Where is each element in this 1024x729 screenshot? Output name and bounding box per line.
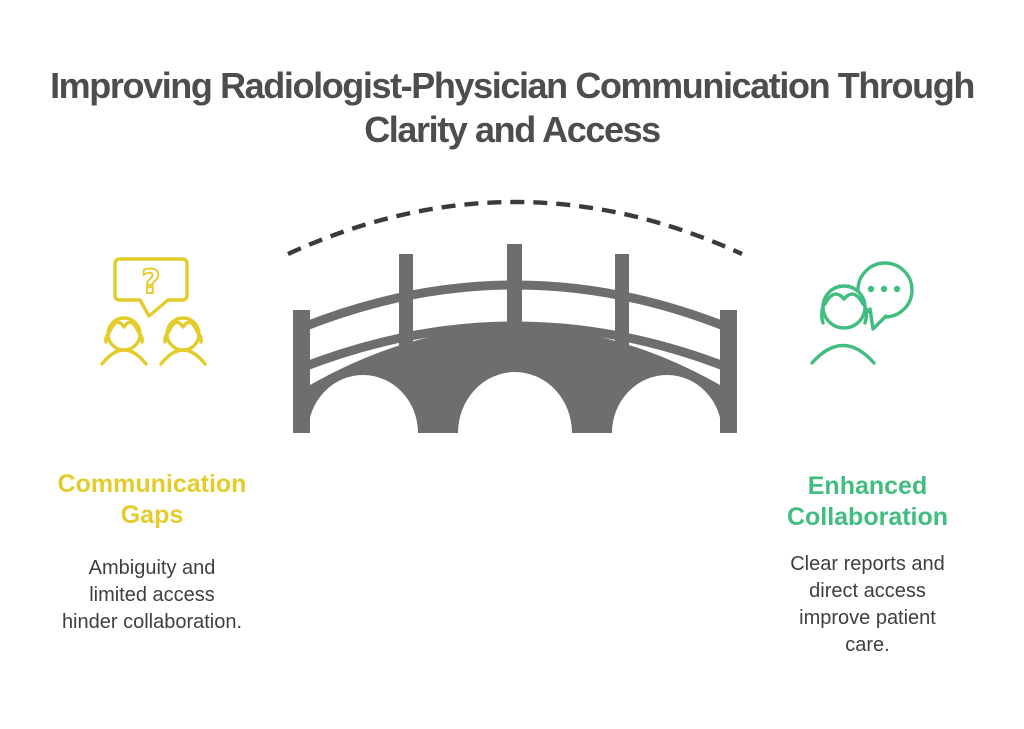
person-head — [821, 284, 867, 330]
two-people-question-bubble-icon: ? — [100, 257, 207, 366]
enhanced-collaboration-panel: Enhanced Collaboration Clear reports and… — [760, 250, 975, 659]
chat-dot-3 — [893, 285, 901, 293]
dashed-arc-path — [287, 199, 743, 257]
bridge-icon — [287, 199, 743, 433]
bridge-graphic — [285, 190, 745, 440]
question-bubble-outline — [113, 257, 189, 318]
chat-dot-1 — [867, 285, 875, 293]
person-right-hair — [167, 320, 199, 333]
communication-gaps-description: Ambiguity and limited access hinder coll… — [61, 557, 243, 633]
bridge-post-right-end — [720, 310, 737, 433]
person-left — [100, 316, 148, 366]
enhanced-collaboration-heading: Enhanced Collaboration — [786, 472, 949, 531]
chat-dot-2 — [880, 285, 888, 293]
bridge-post-left-end — [293, 310, 310, 433]
question-mark-glyph: ? — [141, 262, 160, 301]
enhanced-collaboration-description: Clear reports and direct access improve … — [790, 553, 945, 656]
person-left-hair-flick-r — [137, 331, 144, 344]
person-shoulders — [810, 343, 876, 365]
page-title: Improving Radiologist-Physician Communic… — [50, 65, 975, 150]
person — [810, 284, 876, 365]
person-hair-strand-left — [820, 301, 826, 325]
person-left-hair-flick-l — [104, 331, 111, 344]
person-left-hair — [108, 320, 140, 333]
person-right-hair-flick-l — [163, 331, 170, 344]
person-right-shoulders — [159, 348, 207, 366]
person-right-hair-flick-r — [196, 331, 203, 344]
chat-bubble-tail — [868, 307, 888, 331]
bridge-post-4 — [615, 254, 629, 354]
person-right-head — [165, 316, 201, 352]
communication-gaps-heading: Communication Gaps — [57, 470, 247, 529]
person-right — [159, 316, 207, 366]
bridge-post-2 — [399, 254, 413, 354]
person-chat-bubble-icon — [810, 261, 914, 365]
person-hair — [823, 292, 865, 306]
person-left-head — [106, 316, 142, 352]
bridge-post-center — [507, 244, 522, 354]
person-left-shoulders — [100, 348, 148, 366]
communication-gaps-panel: ? Communication Gaps Ambiguity and limit… — [32, 250, 272, 636]
person-hair-strand-right — [862, 301, 868, 325]
